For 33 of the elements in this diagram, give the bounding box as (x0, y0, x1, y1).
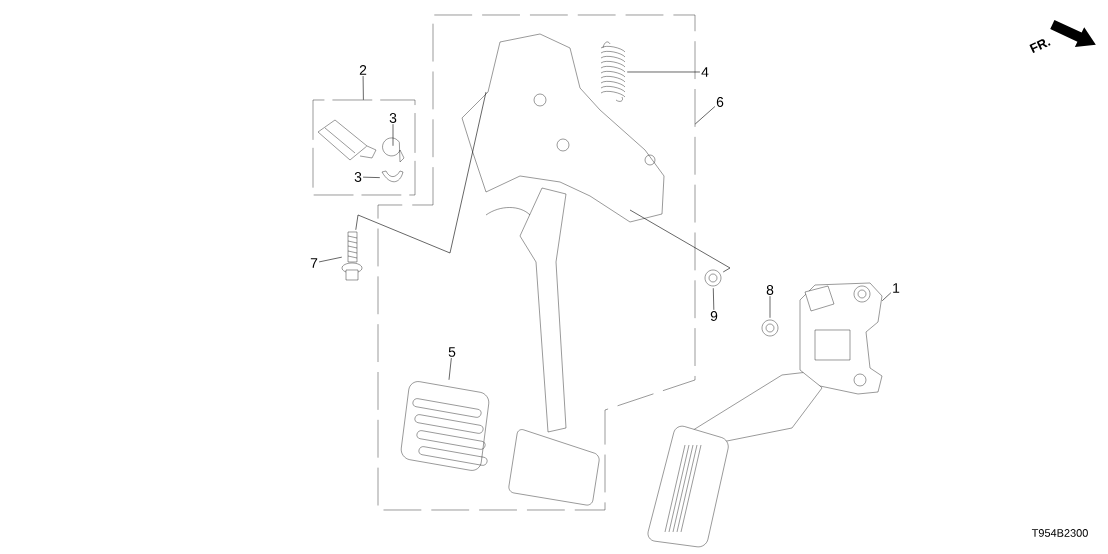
assembly-frame (377, 14, 696, 511)
leader-line (362, 75, 364, 101)
spring-drawing (600, 41, 626, 102)
leader-line (362, 176, 381, 178)
leader-line (355, 91, 487, 254)
leader-line (448, 357, 452, 381)
leader-line (318, 256, 343, 263)
brake-pedal-drawing (461, 33, 665, 506)
leader-line (629, 209, 731, 273)
nut-drawing (704, 269, 722, 287)
switch-group-frame (312, 99, 416, 196)
leader-line (694, 106, 716, 125)
callout-number: 2 (359, 65, 367, 75)
callout-number: 5 (448, 347, 456, 357)
part-code: T954B2300 (1031, 529, 1088, 537)
callout-number: 3 (389, 113, 397, 123)
accelerator-pedal-drawing (647, 282, 883, 548)
pedal-pad-drawing (401, 381, 489, 471)
switch-drawing (317, 119, 377, 161)
callout-number: 7 (310, 258, 318, 268)
callout-number: 4 (701, 67, 709, 77)
callout-number: 6 (716, 97, 724, 107)
leader-line (392, 123, 394, 147)
direction-label: FR. (1029, 39, 1051, 54)
leader-line (769, 295, 771, 319)
leader-line (626, 71, 701, 73)
leader-line (712, 287, 715, 311)
leader-line (881, 292, 892, 302)
callout-number: 3 (354, 172, 362, 182)
callout-number: 1 (893, 283, 900, 293)
clip-drawing (382, 137, 405, 163)
bolt-drawing (341, 231, 363, 281)
clip-drawing (381, 170, 404, 182)
